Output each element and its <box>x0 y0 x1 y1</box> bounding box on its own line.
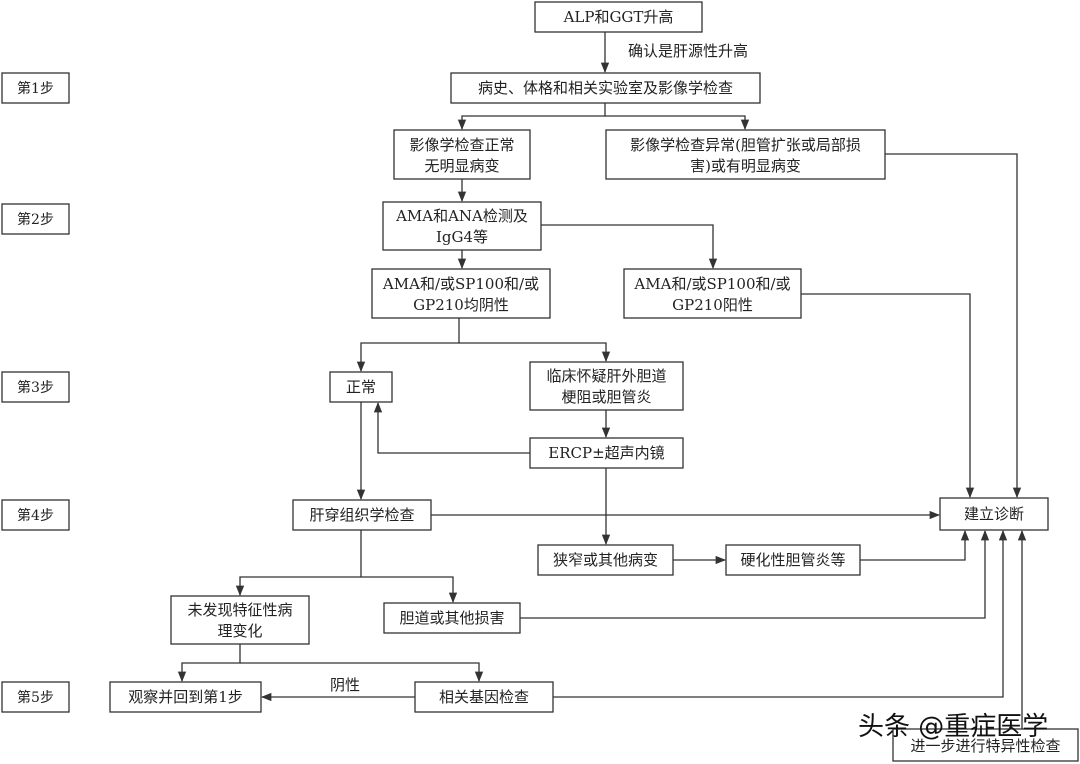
node-imaging-normal-line1: 影像学检查正常 <box>409 136 514 154</box>
step-1-label: 第1步 <box>17 80 54 97</box>
node-suspect-line1: 临床怀疑肝外胆道 <box>546 367 666 385</box>
node-ercp-text: ERCP±超声内镜 <box>548 444 664 462</box>
node-normal-text: 正常 <box>346 378 376 396</box>
node-start: ALP和GGT升高 <box>534 1 703 33</box>
node-no-feature-line1: 未发现特征性病 <box>187 601 292 619</box>
node-bile-duct-damage-text: 胆道或其他损害 <box>399 609 504 627</box>
edge-biopsy-to-bile-damage <box>361 576 458 604</box>
edge-ama-ana-to-positive <box>541 224 718 270</box>
node-stricture: 狭窄或其他病变 <box>537 544 674 576</box>
node-ama-negative-line2: GP210均阴性 <box>413 296 509 314</box>
edge-label-confirm-liver-origin: 确认是肝源性升高 <box>628 42 748 60</box>
node-normal: 正常 <box>329 371 393 403</box>
node-suspect-obstruction: 临床怀疑肝外胆道 梗阻或胆管炎 <box>529 361 684 411</box>
edge-no-feature-to-observe <box>177 644 241 683</box>
step-5-box: 第5步 <box>1 681 70 713</box>
edge-history-to-imaging-normal <box>457 103 606 131</box>
node-no-feature-line2: 理变化 <box>217 622 262 640</box>
node-no-feature: 未发现特征性病 理变化 <box>170 595 310 645</box>
node-ama-ana-line2: IgG4等 <box>436 228 488 246</box>
edge-gene-to-diagnosis <box>553 529 1008 698</box>
node-sclerosing-text: 硬化性胆管炎等 <box>740 551 845 569</box>
node-ercp: ERCP±超声内镜 <box>529 437 684 469</box>
node-ama-positive-line2: GP210阳性 <box>672 296 753 314</box>
node-diagnosis: 建立诊断 <box>939 497 1049 531</box>
step-3-box: 第3步 <box>1 371 70 403</box>
node-stricture-text: 狭窄或其他病变 <box>553 551 658 569</box>
node-further-tests: 进一步进行特异性检查 <box>892 728 1079 762</box>
edge-biopsy-to-no-feature <box>235 530 362 597</box>
edge-imaging-abnormal-to-diagnosis <box>885 153 1022 499</box>
step-2-box: 第2步 <box>1 203 70 235</box>
edge-history-to-imaging-abnormal <box>605 115 750 131</box>
step-5-label: 第5步 <box>17 689 54 706</box>
node-suspect-line2: 梗阻或胆管炎 <box>561 388 651 406</box>
step-2-label: 第2步 <box>17 211 54 228</box>
node-observe-text: 观察并回到第1步 <box>128 688 243 706</box>
edge-positive-to-diagnosis <box>801 293 975 499</box>
step-1-box: 第1步 <box>1 72 70 104</box>
watermark: 头条 @重症医学 <box>858 712 1049 742</box>
node-imaging-normal: 影像学检查正常 无明显病变 <box>393 129 531 180</box>
node-imaging-normal-line2: 无明显病变 <box>424 157 499 175</box>
step-3-label: 第3步 <box>17 379 54 396</box>
node-ama-negative: AMA和/或SP100和/或 GP210均阴性 <box>371 268 551 319</box>
node-ama-positive-line1: AMA和/或SP100和/或 <box>633 275 790 293</box>
node-ama-positive: AMA和/或SP100和/或 GP210阳性 <box>623 268 802 319</box>
node-diagnosis-text: 建立诊断 <box>964 505 1024 523</box>
edge-negative-to-suspect <box>459 342 611 363</box>
node-gene-test-text: 相关基因检查 <box>439 688 529 706</box>
node-liver-biopsy: 肝穿组织学检查 <box>292 499 432 531</box>
node-ama-negative-line1: AMA和/或SP100和/或 <box>382 275 539 293</box>
edge-no-feature-to-gene <box>240 662 484 683</box>
node-imaging-abnormal-line2: 害)或有明显病变 <box>690 157 801 175</box>
node-ama-ana-test: AMA和ANA检测及 IgG4等 <box>382 201 542 251</box>
node-ama-ana-line1: AMA和ANA检测及 <box>395 207 528 225</box>
node-history-text: 病史、体格和相关实验室及影像学检查 <box>478 79 733 97</box>
edge-psc-to-diagnosis <box>860 529 970 561</box>
step-4-box: 第4步 <box>1 499 70 531</box>
node-liver-biopsy-text: 肝穿组织学检查 <box>309 506 414 524</box>
node-further-tests-text: 进一步进行特异性检查 <box>910 737 1060 755</box>
node-bile-duct-damage: 胆道或其他损害 <box>383 602 521 634</box>
node-imaging-abnormal: 影像学检查异常(胆管扩张或局部损 害)或有明显病变 <box>605 129 886 180</box>
node-imaging-abnormal-line1: 影像学检查异常(胆管扩张或局部损 <box>630 136 861 154</box>
edge-label-negative: 阴性 <box>330 676 360 694</box>
node-observe-return: 观察并回到第1步 <box>109 681 262 713</box>
edge-bile-damage-to-diagnosis <box>520 529 990 619</box>
edge-negative-to-normal <box>356 318 460 373</box>
step-4-label: 第4步 <box>17 507 54 524</box>
node-gene-test: 相关基因检查 <box>414 681 554 713</box>
node-history: 病史、体格和相关实验室及影像学检查 <box>450 72 761 104</box>
edge-ercp-to-normal <box>373 401 530 454</box>
node-start-text: ALP和GGT升高 <box>563 8 674 26</box>
node-sclerosing-cholangitis: 硬化性胆管炎等 <box>725 544 861 576</box>
